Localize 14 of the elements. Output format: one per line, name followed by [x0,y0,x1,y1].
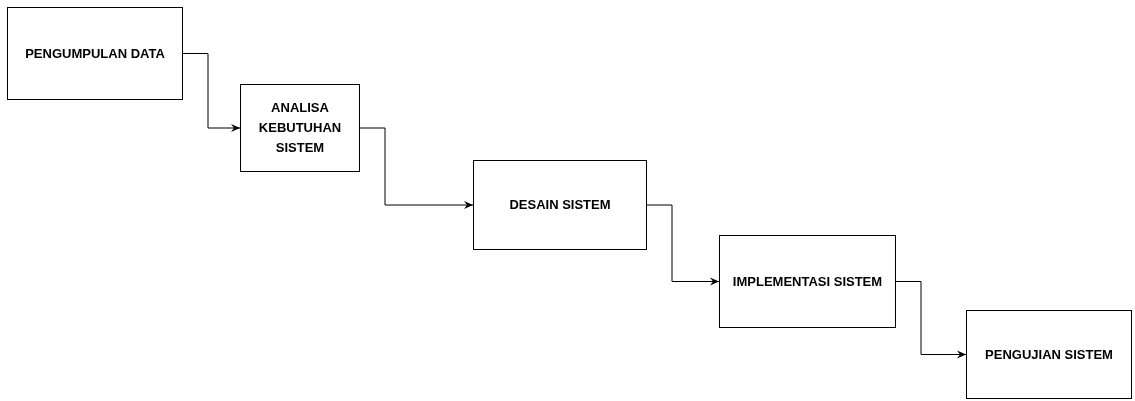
arrow [359,127,474,209]
box-label: PENGUJIAN SISTEM [985,345,1113,364]
process-box [966,310,1132,399]
process-box [719,235,896,328]
box-label: DESAIN SISTEM [509,196,611,214]
arrow [182,53,241,132]
box-label: IMPLEMENTASI SISTEM [732,272,883,291]
box-label: ANALISA KEBUTUHAN SISTEM [257,99,343,157]
arrow [646,204,720,286]
process-box [240,84,360,172]
box-label: PENGUMPULAN DATA [25,44,165,63]
process-box [7,7,183,100]
arrow [895,281,967,359]
process-box [473,160,647,250]
